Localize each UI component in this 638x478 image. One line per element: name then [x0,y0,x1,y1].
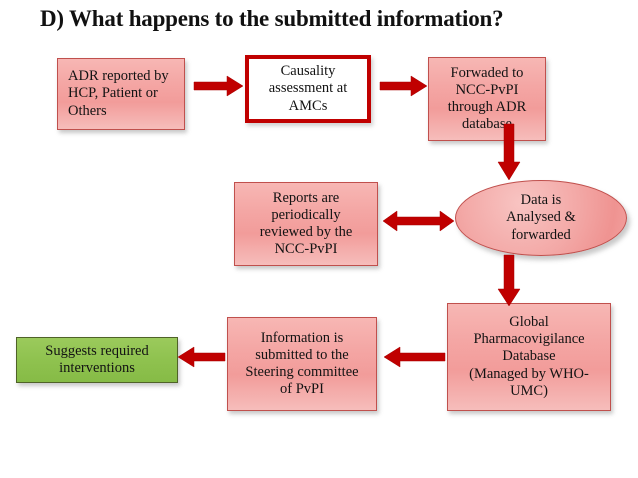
arrow-right-icon-adr-to-causality [193,75,244,101]
node-data-analysed: Data is Analysed & forwarded [455,180,627,256]
arrow-left-icon-info-to-suggests [177,346,226,372]
arrow-left-icon-global-to-info [383,346,446,372]
node-information-submitted-label: Information is submitted to the Steering… [245,329,359,398]
page-title: D) What happens to the submitted informa… [40,6,504,31]
arrow-down-icon-data-to-global [497,254,524,307]
node-data-analysed-label: Data is Analysed & forwarded [506,192,576,243]
node-suggests-interventions-label: Suggests required interventions [45,342,149,376]
arrow-right-icon-causality-to-forwarded [379,75,428,101]
node-global-database-label: Global Pharmacovigilance Database (Manag… [469,314,589,399]
node-suggests-interventions: Suggests required interventions [16,337,178,383]
node-reports-reviewed: Reports are periodically reviewed by the… [234,182,378,266]
arrow-down-icon-forwarded-to-data [497,123,524,182]
node-information-submitted: Information is submitted to the Steering… [227,317,377,411]
node-adr-reported-label: ADR reported by HCP, Patient or Others [68,68,169,119]
arrow-double-icon-data-to-reports [382,207,455,237]
node-forwarded-to-nccpvpi: Forwaded to NCC-PvPI through ADR databas… [428,57,546,141]
node-reports-reviewed-label: Reports are periodically reviewed by the… [259,189,353,258]
node-global-database: Global Pharmacovigilance Database (Manag… [447,303,611,411]
node-adr-reported: ADR reported by HCP, Patient or Others [57,58,185,130]
node-causality-assessment: Causality assessment at AMCs [245,55,371,123]
node-causality-assessment-label: Causality assessment at AMCs [268,63,348,114]
node-forwarded-to-nccpvpi-label: Forwaded to NCC-PvPI through ADR databas… [447,64,527,133]
